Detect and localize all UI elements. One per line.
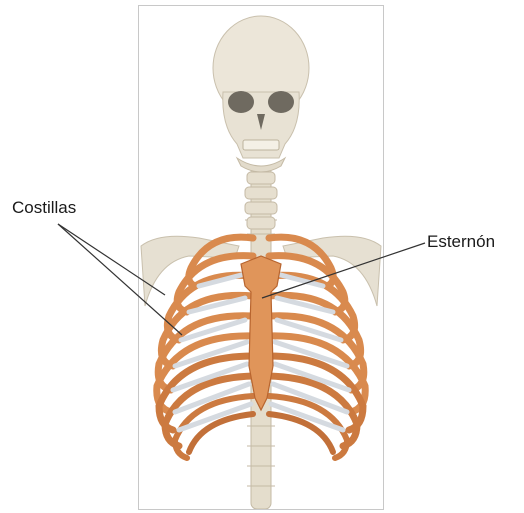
illustration-frame [138,5,384,510]
sternum-label: Esternón [427,232,495,252]
ribs-left [157,237,253,458]
skull [213,16,309,172]
skeleton-illustration [139,6,383,509]
ribs-label: Costillas [12,198,76,218]
ribs-right [269,237,365,458]
